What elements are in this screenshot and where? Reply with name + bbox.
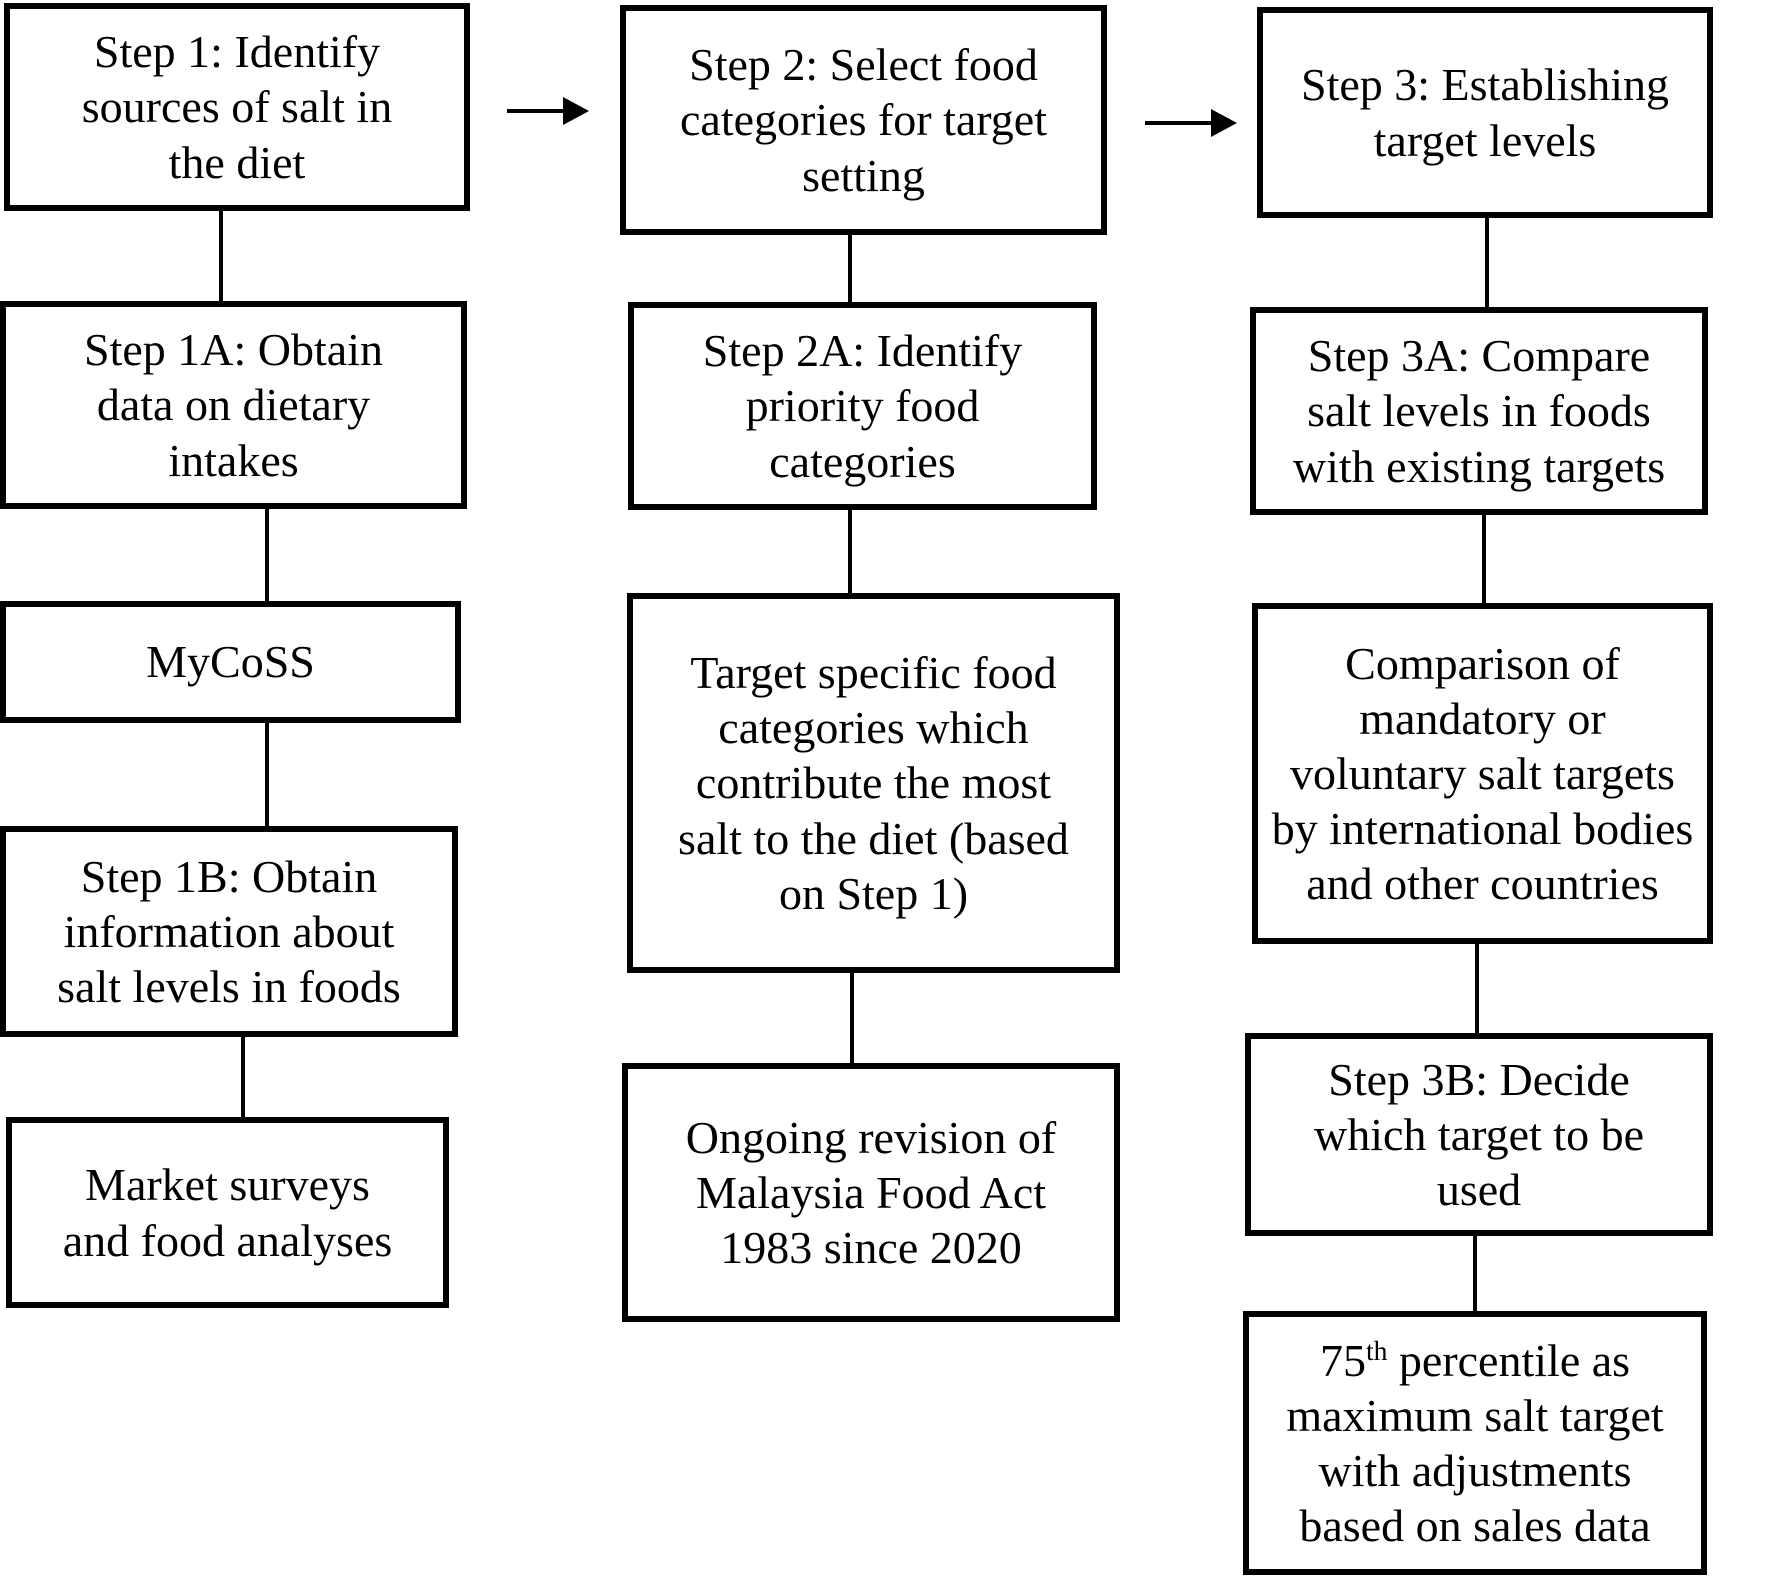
arrow-step1-to-step2-line: [507, 109, 563, 113]
box-ongoing-revision: Ongoing revision of Malaysia Food Act 19…: [622, 1063, 1120, 1322]
box-target-specific-categories: Target specific food categories which co…: [627, 593, 1120, 973]
box-step-3: Step 3: Establishing target levels: [1257, 7, 1713, 218]
box-comparison-salt-targets-label: Comparison of mandatory or voluntary sal…: [1271, 637, 1694, 910]
box-step-2: Step 2: Select food categories for targe…: [620, 5, 1107, 235]
arrow-step2-to-step3-head-icon: [1211, 109, 1237, 137]
arrow-step1-to-step2-head-icon: [563, 97, 589, 125]
connector-target-specific-to-ongoing-revision: [850, 971, 854, 1065]
arrow-step2-to-step3-line: [1145, 121, 1211, 125]
box-ongoing-revision-label: Ongoing revision of Malaysia Food Act 19…: [685, 1111, 1057, 1274]
connector-comparison-to-step3b: [1475, 944, 1479, 1035]
connector-step1-to-step1a: [219, 210, 223, 303]
box-target-specific-categories-label: Target specific food categories which co…: [678, 647, 1069, 919]
arrow-step2-to-step3: [1145, 109, 1237, 137]
box-step-1b: Step 1B: Obtain information about salt l…: [0, 826, 458, 1037]
box-mycoss: MyCoSS: [0, 601, 461, 723]
connector-mycoss-to-step1b: [265, 723, 269, 828]
connector-step3b-to-percentile: [1473, 1236, 1477, 1313]
box-comparison-salt-targets: Comparison of mandatory or voluntary sal…: [1252, 603, 1713, 944]
connector-step3-to-step3a: [1485, 218, 1489, 309]
percentile-superscript: th: [1365, 1335, 1388, 1367]
box-step-1-label: Step 1: Identify sources of salt in the …: [81, 26, 393, 188]
box-75th-percentile: 75th percentile as maximum salt target w…: [1243, 1311, 1707, 1575]
connector-step1b-to-market-surveys: [241, 1037, 245, 1119]
arrow-step1-to-step2: [507, 97, 589, 125]
box-step-1a: Step 1A: Obtain data on dietary intakes: [0, 301, 467, 509]
percentile-prefix: 75: [1319, 1334, 1366, 1386]
box-market-surveys: Market surveys and food analyses: [6, 1117, 449, 1308]
box-step-3a: Step 3A: Compare salt levels in foods wi…: [1250, 307, 1708, 515]
box-mycoss-label: MyCoSS: [146, 636, 315, 688]
box-75th-percentile-label: 75th percentile as maximum salt target w…: [1286, 1333, 1663, 1554]
percentile-rest: percentile as maximum salt target with a…: [1286, 1334, 1664, 1552]
connector-step3a-to-comparison: [1482, 515, 1486, 605]
box-step-1b-label: Step 1B: Obtain information about salt l…: [57, 850, 401, 1013]
box-step-2-label: Step 2: Select food categories for targe…: [680, 39, 1047, 201]
box-step-3a-label: Step 3A: Compare salt levels in foods wi…: [1292, 330, 1666, 492]
box-step-3b-label: Step 3B: Decide which target to be used: [1314, 1053, 1644, 1216]
box-step-3b: Step 3B: Decide which target to be used: [1245, 1033, 1713, 1236]
box-step-2a: Step 2A: Identify priority food categori…: [628, 302, 1097, 510]
connector-step2-to-step2a: [848, 235, 852, 304]
box-step-1: Step 1: Identify sources of salt in the …: [4, 3, 470, 211]
connector-step1a-to-mycoss: [265, 509, 269, 603]
box-market-surveys-label: Market surveys and food analyses: [62, 1159, 393, 1266]
connector-step2a-to-target-specific: [848, 510, 852, 595]
box-step-2a-label: Step 2A: Identify priority food categori…: [702, 325, 1023, 487]
box-step-1a-label: Step 1A: Obtain data on dietary intakes: [84, 324, 383, 486]
box-step-3-label: Step 3: Establishing target levels: [1301, 59, 1669, 166]
